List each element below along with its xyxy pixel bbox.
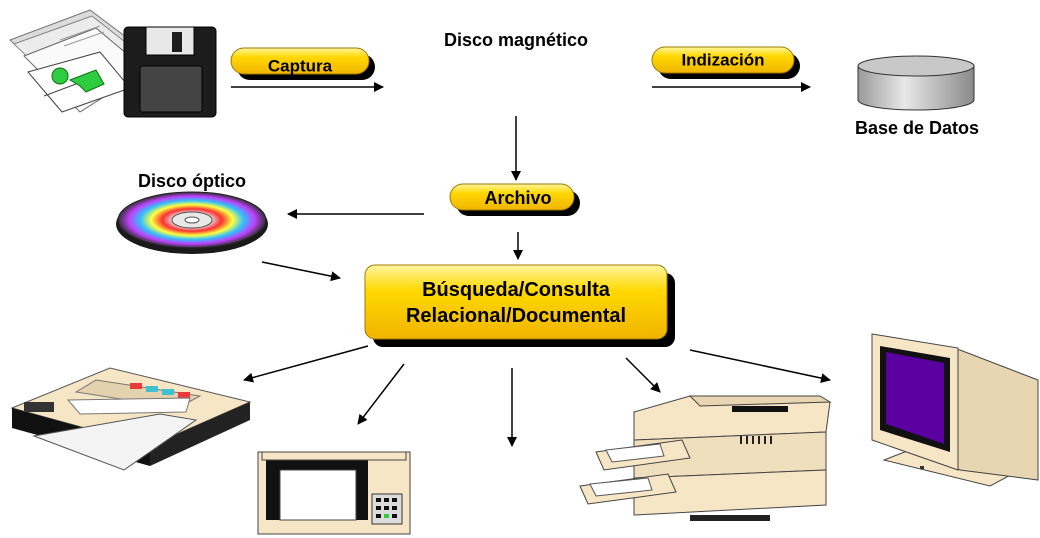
archivo-pill: Archivo: [449, 183, 580, 216]
documents-icon: [9, 9, 151, 113]
floppy-disk-icon: [123, 26, 217, 118]
scanner-keypad: [371, 493, 403, 525]
arrow-to-monitor: [689, 349, 831, 384]
indizacion-label: Indización: [681, 50, 764, 69]
archivo-label: Archivo: [484, 188, 551, 208]
database-icon: [857, 55, 975, 111]
arrow-to-fax: [243, 345, 369, 383]
arrow-to-printer: [625, 357, 661, 393]
monitor-icon: [871, 333, 1039, 487]
arrow-optico-to-busqueda: [261, 261, 341, 282]
printer-icon: [579, 395, 832, 521]
fax-machine-icon: [10, 367, 252, 471]
printer-vents: [740, 436, 772, 444]
captura-label: Captura: [268, 56, 333, 75]
indizacion-pill: Indización: [651, 46, 800, 79]
optical-disc-icon: [116, 191, 268, 254]
busqueda-box: Búsqueda/Consulta Relacional/Documental: [364, 264, 675, 347]
arrow-to-scanner: [357, 363, 405, 425]
busqueda-line2: Relacional/Documental: [406, 305, 626, 327]
disco-optico-label: Disco óptico: [138, 171, 246, 191]
busqueda-line1: Búsqueda/Consulta: [422, 279, 611, 301]
base-de-datos-label: Base de Datos: [855, 118, 979, 138]
captura-pill: Captura: [230, 47, 375, 80]
scanner-icon: [257, 451, 411, 535]
disco-magnetico-label: Disco magnético: [444, 30, 588, 50]
